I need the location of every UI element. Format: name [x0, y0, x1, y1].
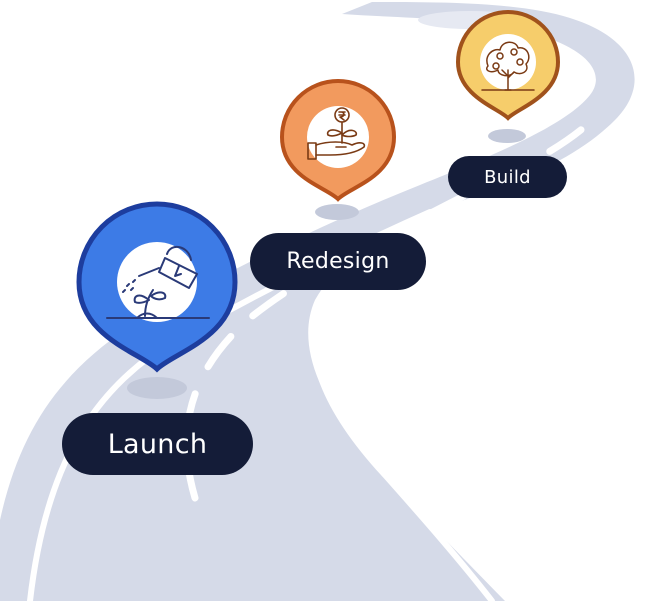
redesign-pin-shadow: [315, 204, 359, 220]
launch-pin-shadow: [127, 377, 187, 399]
build-label-button[interactable]: Build: [448, 156, 567, 198]
hand-plant-rupee-icon: [307, 107, 366, 160]
redesign-pin[interactable]: [279, 79, 397, 202]
launch-label-button[interactable]: Launch: [62, 413, 253, 475]
build-pin[interactable]: [455, 10, 561, 121]
build-pin-shadow: [488, 129, 526, 143]
redesign-label-button[interactable]: Redesign: [250, 233, 426, 290]
launch-pin[interactable]: [76, 201, 238, 373]
launch-icon-bg: [117, 242, 197, 322]
money-tree-icon: [481, 41, 535, 91]
watering-can-sprout-icon: [106, 245, 210, 319]
